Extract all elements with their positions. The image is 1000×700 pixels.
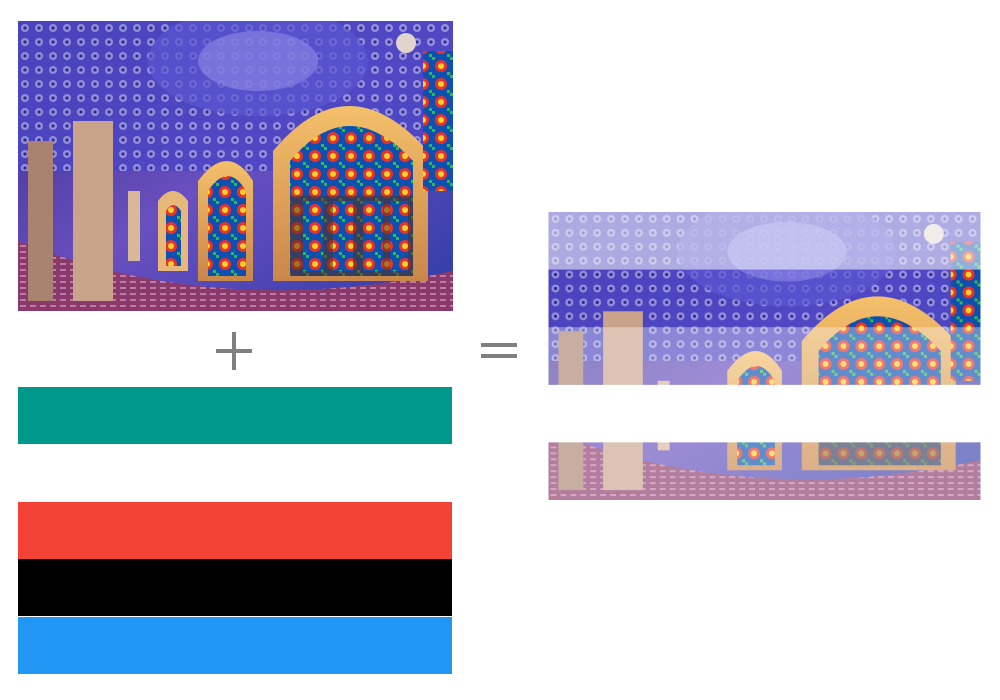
plus-icon (216, 332, 252, 370)
red-overlay-band (548, 327, 981, 385)
blue-stripe (18, 617, 452, 674)
teal-stripe (18, 387, 452, 444)
black-stripe (18, 559, 452, 616)
mosque-photo-image (18, 21, 453, 311)
red-stripe (18, 502, 452, 559)
blended-photo-image (548, 212, 981, 500)
source-photo (18, 21, 453, 311)
white-overlay-band (548, 384, 981, 443)
teal-overlay-band (548, 212, 981, 270)
result-photo (548, 212, 981, 500)
white-stripe (18, 444, 452, 501)
equals-icon (481, 343, 517, 358)
blue-overlay-band (548, 442, 981, 500)
